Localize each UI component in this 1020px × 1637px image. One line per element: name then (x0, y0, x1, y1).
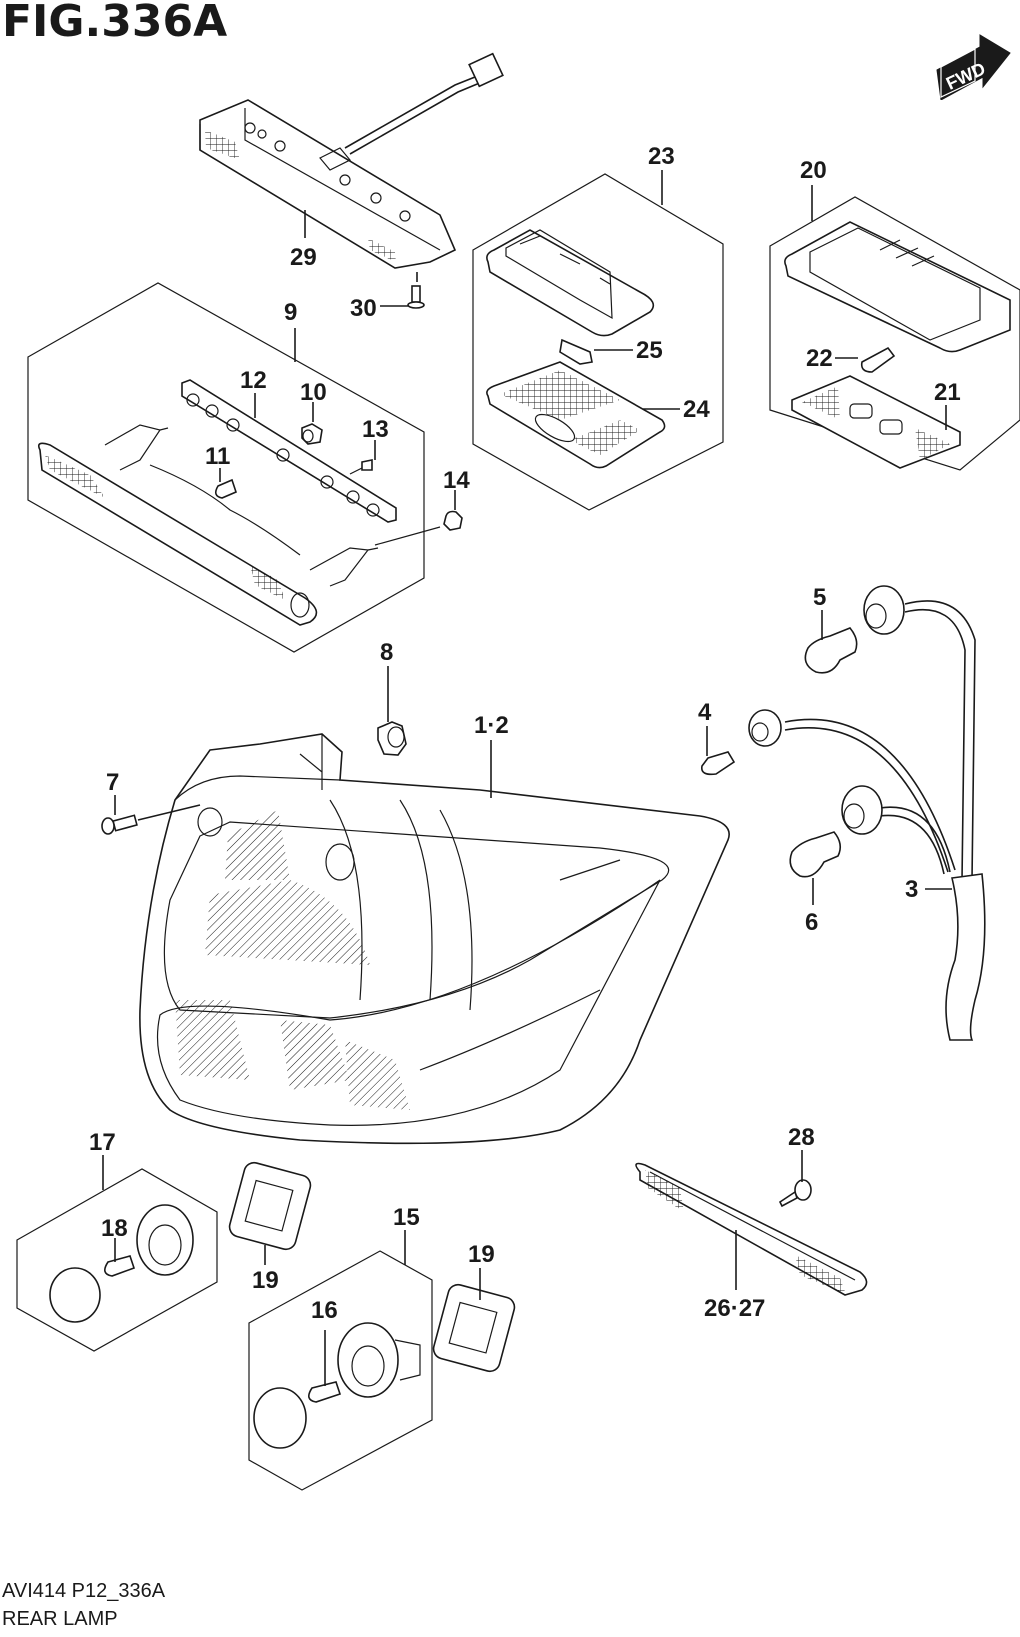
leader-14-to-lamp (374, 526, 441, 546)
screw-30 (407, 285, 425, 309)
grommet-nut-10 (301, 423, 323, 445)
grommet-14 (443, 510, 463, 531)
bulb-5 (804, 627, 858, 674)
bulb-25 (559, 338, 593, 365)
group-15-box (248, 1250, 433, 1491)
callout-19b: 19 (468, 1241, 495, 1268)
bulb-22 (860, 346, 896, 373)
callout-12: 12 (240, 367, 267, 394)
bulb-11 (214, 478, 237, 499)
callout-16: 16 (311, 1297, 338, 1324)
callout-28: 28 (788, 1124, 815, 1151)
group-20-box (769, 196, 1020, 471)
callout-19a: 19 (252, 1267, 279, 1294)
callout-30: 30 (350, 295, 377, 322)
screw-28 (778, 1179, 812, 1208)
group-17-box (16, 1168, 218, 1352)
callout-13: 13 (362, 416, 389, 443)
callout-7: 7 (106, 769, 119, 796)
callout-24: 24 (683, 396, 710, 423)
callout-3: 3 (905, 876, 918, 903)
license-lamp-housing-20 (784, 221, 1011, 353)
led-board-12 (181, 379, 397, 523)
gasket-19-b (432, 1283, 516, 1373)
callout-17: 17 (89, 1129, 116, 1156)
room-lamp-lens-24 (486, 361, 666, 469)
callout-26-27: 26·27 (704, 1295, 765, 1322)
clip-8 (377, 721, 407, 756)
callout-21: 21 (934, 379, 961, 406)
section-name: REAR LAMP (2, 1608, 118, 1630)
figure-title: FIG.336A (2, 0, 228, 47)
bulb-18 (104, 1255, 136, 1277)
callout-4: 4 (698, 699, 712, 726)
bulb-6 (789, 831, 842, 878)
callout-25: 25 (636, 337, 663, 364)
callout-11: 11 (205, 443, 230, 470)
screw-7 (101, 814, 138, 835)
group-9-box (27, 282, 425, 653)
callout-6: 6 (805, 909, 818, 936)
license-lamp-lens-21 (791, 375, 961, 469)
callout-8: 8 (380, 639, 393, 666)
gasket-19-a (228, 1161, 312, 1251)
rear-reflector-26-27 (635, 1162, 868, 1296)
callout-10: 10 (300, 379, 327, 406)
callout-29: 29 (290, 244, 317, 271)
group-23-box (472, 173, 724, 511)
callout-15: 15 (393, 1204, 420, 1231)
callout-18: 18 (101, 1215, 128, 1242)
side-marker-socket-15 (253, 1322, 421, 1449)
fwd-direction-arrow-icon: FWD (936, 34, 1011, 100)
center-stop-lamp-9 (37, 424, 379, 626)
bulb-4 (700, 751, 736, 776)
bulb-16 (308, 1381, 342, 1403)
room-lamp-housing-23 (486, 229, 655, 337)
callout-1-2: 1·2 (474, 712, 509, 739)
rear-combination-lamp-1-2 (139, 733, 730, 1145)
callout-14: 14 (443, 467, 470, 494)
leader-7-to-lamp (137, 804, 201, 821)
callout-5: 5 (813, 584, 826, 611)
screw-13 (349, 459, 373, 475)
wiring-harness-3 (748, 585, 986, 1041)
callout-20: 20 (800, 157, 827, 184)
callout-23: 23 (648, 143, 675, 170)
callout-22: 22 (806, 345, 833, 372)
side-marker-socket-17 (49, 1204, 194, 1323)
diagram-code: AVI414 P12_336A (2, 1580, 166, 1602)
high-mount-stop-lamp-29 (199, 52, 504, 269)
callout-9: 9 (284, 299, 297, 326)
